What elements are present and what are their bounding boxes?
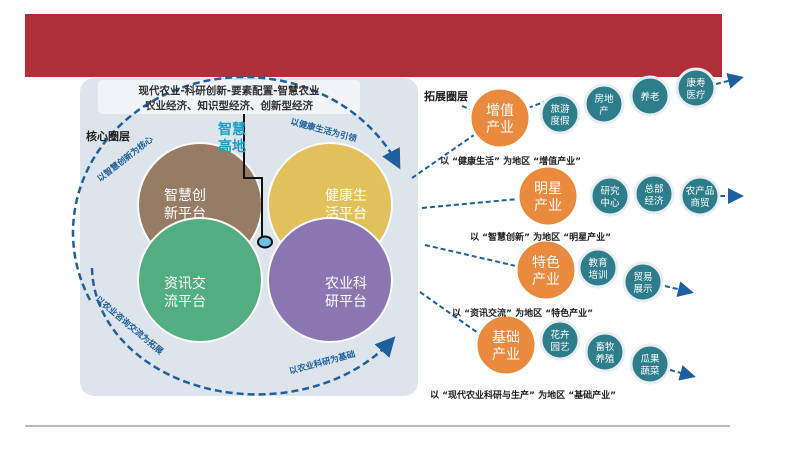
- sub-industry-label: 教育: [588, 257, 607, 269]
- sub-industry-circle: [622, 261, 664, 303]
- sub-industry-label: 展示: [633, 284, 652, 295]
- industry-label: 产业: [492, 347, 520, 363]
- core-arc-bottom: [90, 267, 396, 396]
- sub-industry-circle: [633, 173, 675, 215]
- industry-label: 产业: [532, 272, 560, 288]
- sub-industry-label: 花卉: [550, 329, 569, 341]
- center-label-line2: 高地: [218, 138, 246, 155]
- industry-circle: [468, 86, 532, 150]
- center-pointer-line: [243, 114, 263, 237]
- sub-industry-label: 养老: [640, 91, 660, 103]
- title-banner: [25, 14, 722, 77]
- sub-industry-label: 医疗: [686, 89, 706, 101]
- expansion-title: 拓展圈层: [424, 89, 468, 103]
- center-label-line1: 智慧: [217, 121, 246, 138]
- sub-industry-label: 度假: [550, 115, 570, 127]
- platform-wisdom-line1: 智慧创: [164, 188, 206, 204]
- sub-industry-circle: [675, 67, 717, 109]
- sub-industry-label: 园艺: [550, 342, 569, 353]
- sub-industry-label: 商贸: [690, 197, 709, 209]
- sub-industry-label: 经济: [644, 195, 664, 207]
- sub-industry-circle: [589, 175, 631, 217]
- platform-research-circle: [267, 217, 393, 343]
- sub-industry-label: 产: [599, 105, 609, 117]
- sub-industry-label: 贸易: [633, 271, 652, 283]
- industry-circle: [514, 238, 578, 302]
- industry-label: 产业: [486, 120, 514, 136]
- platform-wisdom-line2: 新平台: [164, 206, 206, 222]
- industry-circle: [516, 164, 580, 228]
- core-title: 核心圈层: [86, 129, 130, 143]
- platform-info-circle: [137, 217, 263, 343]
- industry-label: 产业: [534, 198, 562, 214]
- industry-caption: 以 “智慧创新” 为地区 “明星产业”: [470, 231, 611, 243]
- header-second-line: 农业经济、知识型经济、创新型经济: [144, 99, 313, 112]
- header-top-line: 现代农业-科研创新-要素配置-智慧农业: [138, 84, 320, 97]
- sub-industry-circle: [584, 331, 626, 373]
- sub-industry-circle: [577, 247, 619, 289]
- sub-industry-label: 房地: [594, 93, 614, 105]
- platform-info-line1: 资讯交: [164, 275, 206, 292]
- industry-caption: 以 “资讯交流” 为地区 “特色产业”: [452, 307, 593, 319]
- industry-label: 增值: [486, 103, 514, 119]
- industry-caption: 以 “现代农业科研与生产” 为地区 “基础产业”: [430, 389, 616, 401]
- industry-circle: [474, 313, 538, 377]
- sub-industry-circle: [629, 343, 671, 385]
- sub-industry-label: 中心: [600, 197, 620, 209]
- sub-industry-label: 农产品: [686, 185, 715, 197]
- sub-industry-label: 总部: [644, 183, 663, 195]
- sub-industry-label: 瓜果: [640, 354, 660, 365]
- sub-industry-label: 畜牧: [595, 341, 615, 353]
- platform-research-line1: 农业科: [325, 276, 367, 292]
- sub-industry-circle: [629, 75, 671, 117]
- sub-industry-circle: [539, 319, 581, 361]
- sub-industry-circle: [539, 93, 581, 135]
- platform-health-line2: 活平台: [325, 206, 367, 222]
- sub-industry-label: 研究: [600, 185, 620, 197]
- sub-industry-label: 培训: [588, 269, 607, 281]
- core-arc-top: [71, 75, 401, 301]
- industry-label: 基础: [492, 329, 520, 346]
- center-dot: [257, 235, 273, 249]
- industry-label: 明星: [534, 181, 562, 197]
- sub-industry-circle: [583, 83, 625, 125]
- platform-health-line1: 健康生: [325, 187, 367, 204]
- platform-research-line2: 研平台: [325, 294, 367, 310]
- sub-industry-label: 蔬菜: [640, 365, 660, 377]
- sub-industry-label: 养殖: [595, 353, 615, 365]
- industry-label: 特色: [532, 254, 560, 271]
- sub-industry-label: 旅游: [550, 103, 570, 115]
- industry-caption: 以 “健康生活” 为地区 “增值产业”: [440, 155, 581, 167]
- header-box: [98, 80, 360, 114]
- platform-info-line2: 流平台: [164, 294, 206, 310]
- sub-industry-label: 康寿: [686, 77, 705, 89]
- sub-industry-circle: [679, 175, 721, 217]
